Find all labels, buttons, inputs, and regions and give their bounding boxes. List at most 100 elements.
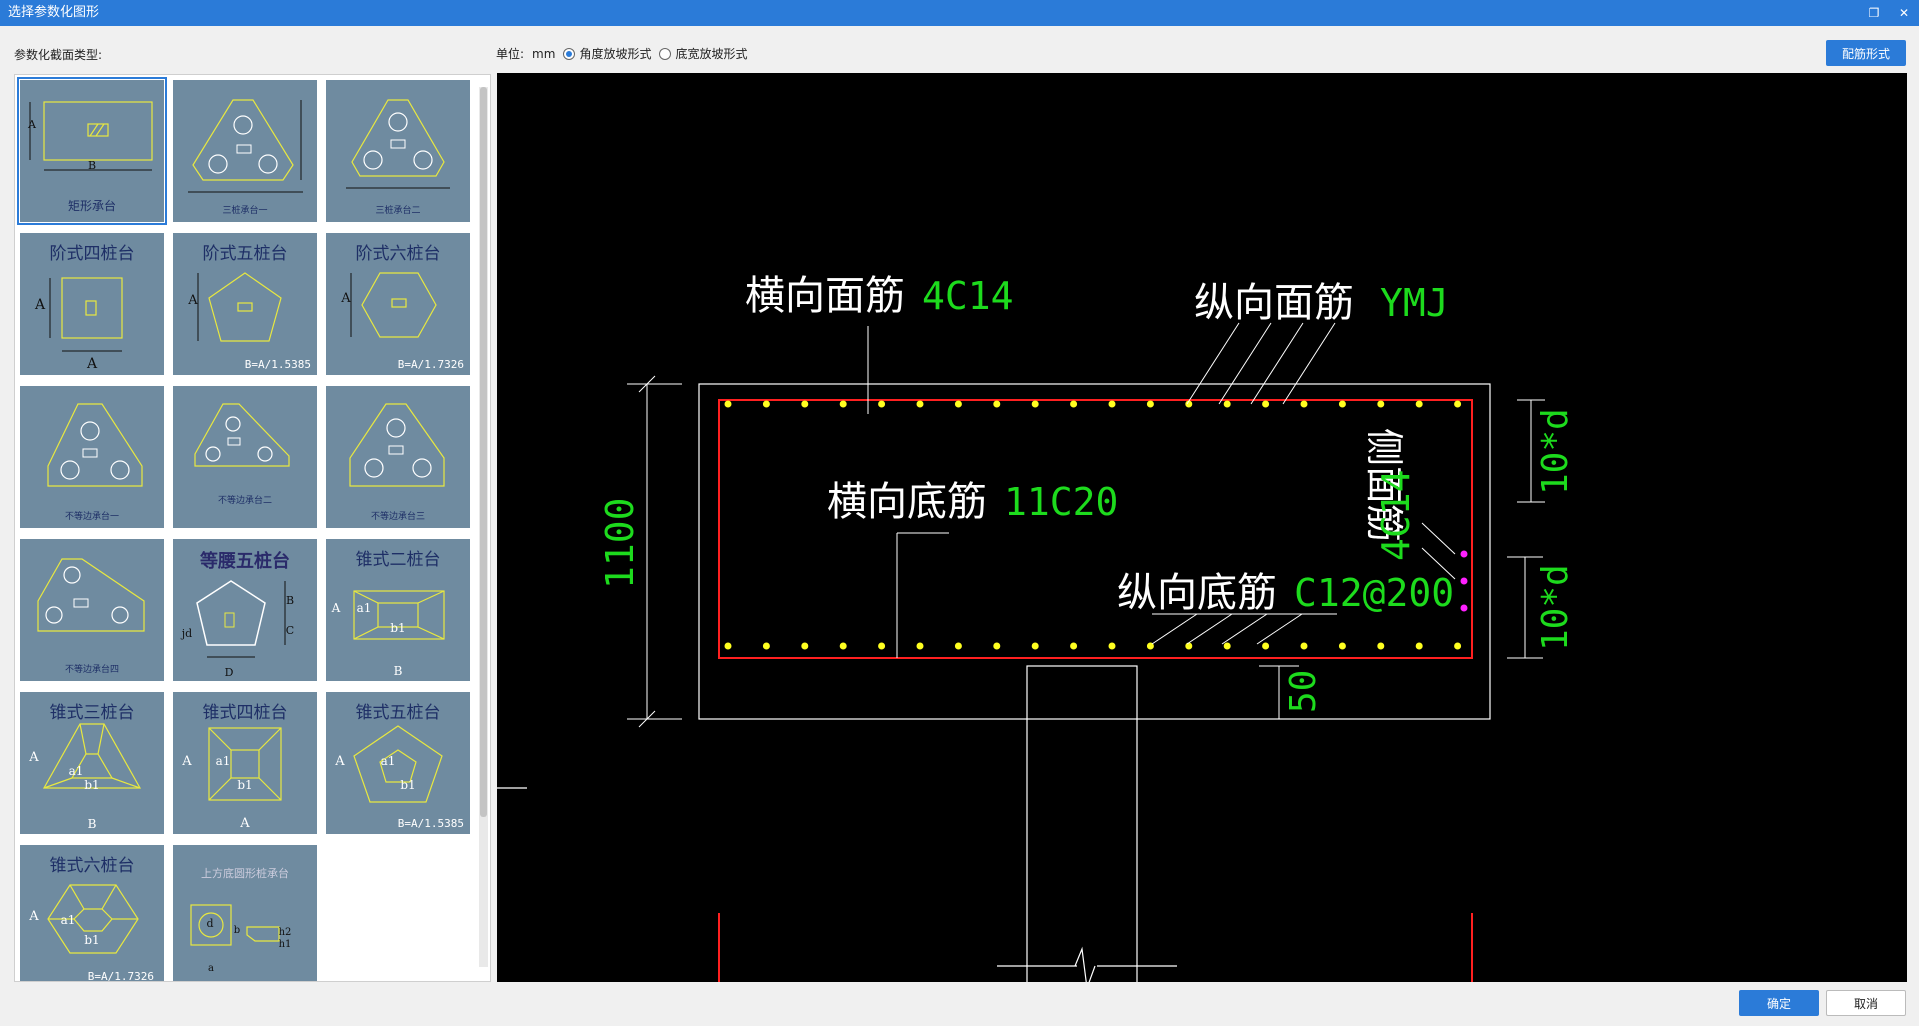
- top-longitudinal-label: 纵向面筋: [1194, 280, 1354, 326]
- dim-h2: h2: [278, 927, 292, 938]
- bottom-bar-dot: [1338, 642, 1346, 650]
- rebar-form-button[interactable]: 配筋形式: [1826, 40, 1906, 66]
- tile-label: 上方底圆形桩承台: [201, 867, 289, 880]
- bottom-bar-dot: [916, 642, 924, 650]
- side-bar-dot: [1460, 577, 1468, 585]
- restore-icon[interactable]: ❐: [1868, 6, 1880, 20]
- tile-tapered-four-pile[interactable]: 锥式四桩台 A a1 b1 A: [170, 689, 320, 837]
- tile-thumbnail: 阶式五桩台 A B=A/1.5385: [173, 233, 317, 375]
- dim-h1: h1: [278, 939, 292, 950]
- radio-dot-checked-icon[interactable]: [563, 47, 576, 60]
- top-transverse-value: 4C14: [922, 274, 1014, 318]
- tile-unequal-cap-1[interactable]: 不等边承台一: [17, 383, 167, 531]
- tile-stepped-four-pile[interactable]: 阶式四桩台 A A: [17, 230, 167, 378]
- dim-a1: a1: [380, 754, 396, 768]
- tile-label: 阶式四桩台: [49, 244, 135, 264]
- top-bar-dot: [1070, 400, 1078, 408]
- tile-thumbnail: 锥式四桩台 A a1 b1 A: [173, 692, 317, 834]
- window-titlebar: 选择参数化图形 ❐ ✕: [0, 0, 1919, 26]
- tile-formula: B=A/1.7326: [87, 970, 154, 982]
- close-icon[interactable]: ✕: [1898, 6, 1910, 20]
- bottom-bar-dot: [1262, 642, 1270, 650]
- tile-label: 不等边承台二: [217, 496, 272, 506]
- top-bar-dot: [762, 400, 770, 408]
- tile-tapered-three-pile[interactable]: 锥式三桩台 A a1 b1 B: [17, 689, 167, 837]
- dim-a: A: [341, 291, 351, 306]
- dim-a: A: [28, 118, 36, 131]
- dim-a1: a1: [60, 913, 76, 927]
- top-bar-dot: [1454, 400, 1462, 408]
- tile-tapered-two-pile[interactable]: 锥式二桩台 A a1 b1 B: [323, 536, 473, 684]
- tile-thumbnail: 三桩承台一: [173, 80, 317, 222]
- ok-button[interactable]: 确定: [1739, 990, 1819, 1016]
- tile-stepped-six-pile[interactable]: 阶式六桩台 A B=A/1.7326: [323, 230, 473, 378]
- tile-label: 三桩承台二: [375, 206, 421, 216]
- tile-label: 不等边承台四: [64, 665, 119, 675]
- bottom-bar-dot: [839, 642, 847, 650]
- dim-a: A: [335, 754, 345, 769]
- tile-tapered-five-pile[interactable]: 锥式五桩台 A a1 b1 B=A/1.5385: [323, 689, 473, 837]
- tile-thumbnail: 锥式五桩台 A a1 b1 B=A/1.5385: [326, 692, 470, 834]
- dim-b: B: [87, 817, 97, 831]
- top-bar-dot: [1262, 400, 1270, 408]
- dim-b1: b1: [84, 778, 100, 792]
- tile-round-pile-cap[interactable]: 上方底圆形桩承台 d b h2 h1 a: [170, 842, 320, 981]
- tile-rect-cap[interactable]: A B 矩形承台: [17, 77, 167, 225]
- list-scrollbar[interactable]: [479, 87, 488, 967]
- bottom-bar-dot: [878, 642, 886, 650]
- tile-stepped-five-pile[interactable]: 阶式五桩台 A B=A/1.5385: [170, 230, 320, 378]
- dim-a-bottom: A: [240, 816, 250, 831]
- anchor-bottom-text: 10*d: [1535, 564, 1576, 651]
- tile-label: 不等边承台三: [370, 512, 425, 522]
- radio-angle-slope-label: 角度放坡形式: [579, 47, 652, 61]
- tile-label: 锥式六桩台: [49, 856, 135, 876]
- bottom-bar-dot: [1146, 642, 1154, 650]
- tile-unequal-cap-3[interactable]: 不等边承台三: [323, 383, 473, 531]
- cancel-button[interactable]: 取消: [1826, 990, 1906, 1016]
- tile-thumbnail: 阶式六桩台 A B=A/1.7326: [326, 233, 470, 375]
- tile-isosceles-five-pile[interactable]: 等腰五桩台 B C jd D: [170, 536, 320, 684]
- radio-dot-icon[interactable]: [659, 47, 672, 60]
- tile-label: 等腰五桩台: [200, 551, 290, 572]
- rebar-cage: [718, 399, 1473, 659]
- top-bar-dot: [1415, 400, 1423, 408]
- bottom-transverse-label: 横向底筋: [827, 479, 987, 525]
- bottom-longitudinal-value: C12@200: [1294, 571, 1454, 615]
- radio-angle-slope[interactable]: 角度放坡形式: [563, 45, 651, 62]
- dim-d: D: [224, 666, 234, 679]
- tile-label: 锥式三桩台: [49, 703, 135, 723]
- radio-width-slope[interactable]: 底宽放坡形式: [659, 45, 747, 62]
- top-bar-dot: [1108, 400, 1116, 408]
- tile-formula: B=A/1.7326: [397, 358, 464, 371]
- bottom-bar-dot: [1454, 642, 1462, 650]
- dim-b1: b1: [390, 621, 406, 635]
- bottom-bar-dot: [1185, 642, 1193, 650]
- dim-a1: a1: [68, 764, 84, 778]
- unit-label: 单位:: [496, 47, 525, 61]
- side-bar-dot: [1460, 550, 1468, 558]
- dim-b1: b1: [84, 933, 100, 947]
- tile-thumbnail: 等腰五桩台 B C jd D: [173, 539, 317, 681]
- tile-thumbnail: 阶式四桩台 A A: [20, 233, 164, 375]
- bottom-longitudinal-label: 纵向底筋: [1117, 570, 1277, 616]
- tile-three-pile-cap-1[interactable]: 三桩承台一: [170, 77, 320, 225]
- bottom-bar-dot: [801, 642, 809, 650]
- section-type-label: 参数化截面类型:: [14, 48, 103, 62]
- dim-a: A: [29, 750, 39, 765]
- unit-row: 单位: mm 角度放坡形式 底宽放坡形式: [496, 45, 747, 62]
- tile-tapered-six-pile[interactable]: 锥式六桩台 A a1 b1 B=A/1.7326: [17, 842, 167, 982]
- dim-b1: b1: [400, 778, 416, 792]
- preview-canvas: 横向面筋 4C14 纵向面筋 YMJ 横向底筋 11C20 纵向底筋 C12@2…: [497, 73, 1907, 982]
- section-type-list[interactable]: A B 矩形承台 三桩承台一: [14, 74, 491, 982]
- unit-value: mm: [532, 46, 556, 61]
- tile-label: 锥式四桩台: [202, 703, 288, 723]
- tile-three-pile-cap-2[interactable]: 三桩承台二: [323, 77, 473, 225]
- bottom-bar-dot: [1108, 642, 1116, 650]
- scrollbar-thumb[interactable]: [480, 87, 487, 817]
- bottom-transverse-value: 11C20: [1004, 480, 1118, 524]
- bottom-bar-dot: [1223, 642, 1231, 650]
- tile-unequal-cap-2[interactable]: 不等边承台二: [170, 383, 320, 531]
- top-bar-dot: [1377, 400, 1385, 408]
- dim-a: A: [182, 754, 192, 769]
- tile-unequal-cap-4[interactable]: 不等边承台四: [17, 536, 167, 684]
